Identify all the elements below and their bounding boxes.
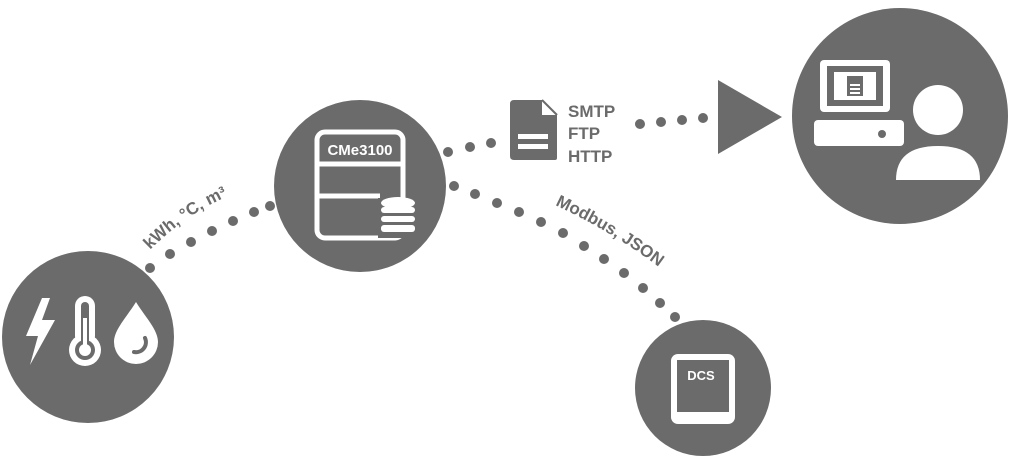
- lightning-icon: [26, 298, 55, 365]
- document-icon: [510, 99, 558, 160]
- pull-protocol-label: Modbus, JSON: [553, 191, 667, 270]
- computer-user-node: [792, 8, 1008, 224]
- monitor-icon: [814, 60, 904, 146]
- water-drop-icon: [114, 302, 158, 364]
- protocol-ftp: FTP: [568, 124, 600, 143]
- sensors-node: [2, 251, 174, 423]
- arrow-right-icon: [718, 80, 782, 154]
- connector-meter-dcs: [449, 181, 680, 322]
- dcs-name: DCS: [687, 368, 715, 383]
- connector-sensors-meter: [145, 201, 275, 273]
- meter-node: CMe3100: [274, 100, 446, 272]
- connector-meter-document: [443, 138, 496, 157]
- units-label: kWh, °C, m³: [140, 183, 230, 253]
- dcs-node: DCS: [635, 320, 771, 456]
- user-icon: [890, 80, 986, 180]
- protocol-smtp: SMTP: [568, 102, 615, 121]
- connector-document-arrow: [635, 113, 708, 129]
- database-icon: [378, 197, 418, 238]
- meter-name: CMe3100: [327, 142, 392, 159]
- thermometer-icon: [69, 296, 101, 366]
- protocol-http: HTTP: [568, 147, 612, 166]
